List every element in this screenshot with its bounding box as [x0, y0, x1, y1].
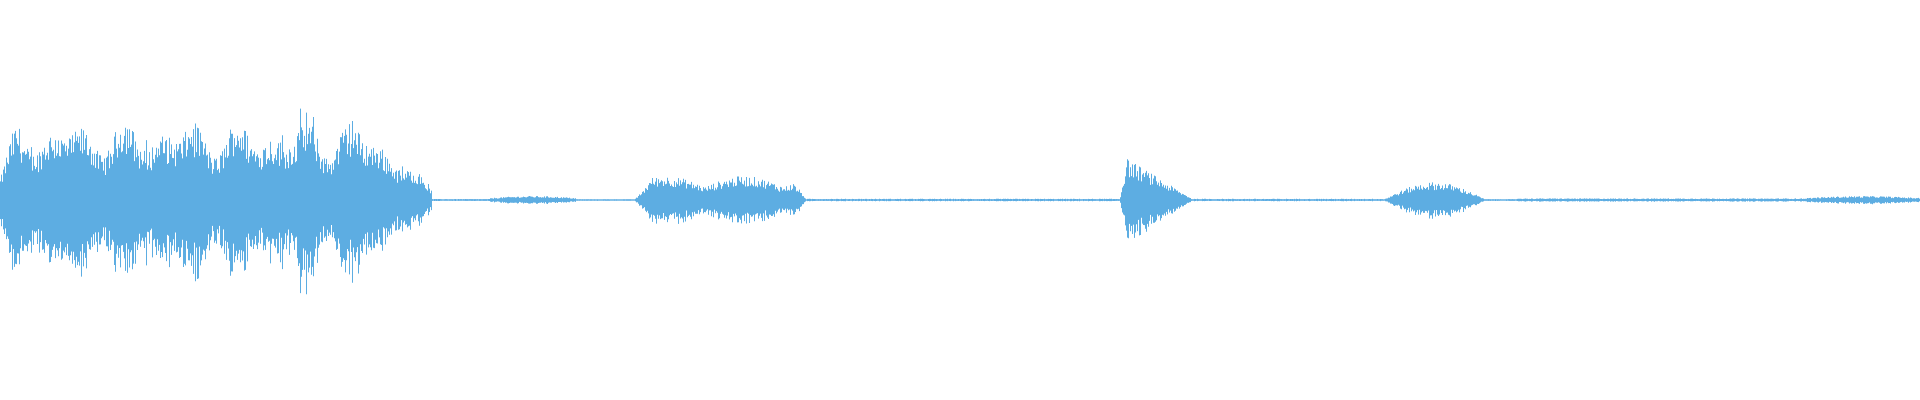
- waveform-bars: [0, 108, 1920, 295]
- waveform-signal: [0, 108, 1920, 295]
